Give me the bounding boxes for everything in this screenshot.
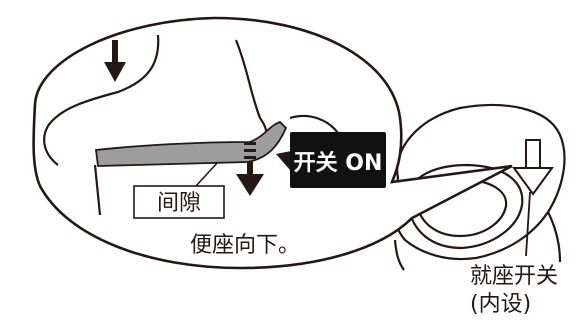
gap-label: 间隙 — [157, 191, 201, 216]
hollow-down-arrow-icon — [512, 139, 554, 196]
gap-arrow-icon — [236, 142, 264, 196]
toilet-seat — [94, 120, 288, 167]
seat-down-caption: 便座向下。 — [190, 233, 300, 258]
down-arrow-icon — [104, 40, 126, 82]
switch-on-label: 开关 ON — [294, 151, 383, 176]
seat-switch-caption-line2: (内设) — [470, 292, 531, 317]
gap-label-box: 间隙 — [133, 161, 225, 219]
seat-switch-leader — [525, 191, 531, 257]
switch-on-box: 开关 ON — [290, 132, 386, 188]
seat-switch-caption-line1: 就座开关 — [470, 264, 558, 289]
